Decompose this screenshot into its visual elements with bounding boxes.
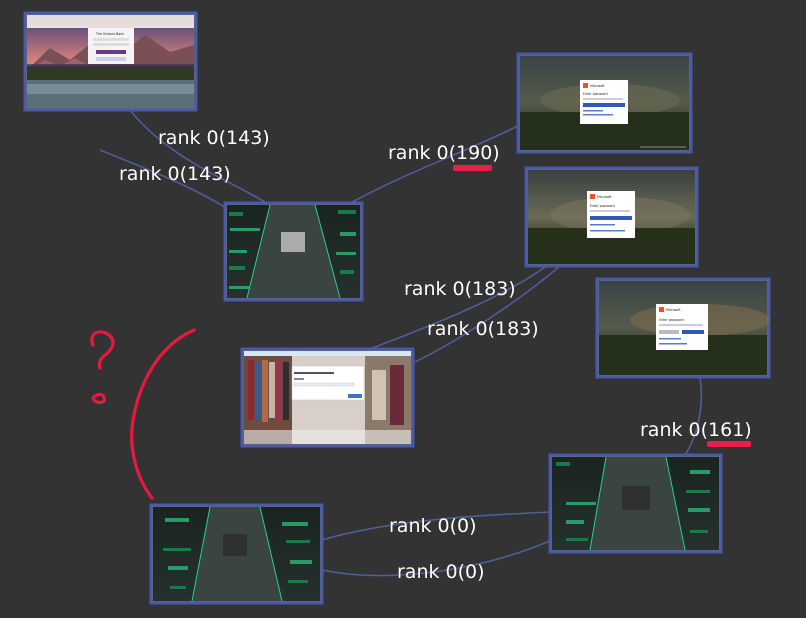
curved-bracket-ink [130,328,196,500]
edge-ms2-to-fashion-a [361,264,549,353]
edge-ms1-to-store [346,124,521,206]
edge-labels: rank 0(143) rank 0(143) rank 0(190) rank… [119,127,752,584]
node-bank-login[interactable]: The Victoria Bank [23,11,198,112]
node-dark-store-2[interactable] [548,453,723,554]
edge-ms3-to-store2 [684,377,703,456]
edges [99,109,703,577]
edge-label-e1: rank 0(143) [158,127,270,149]
edge-bank-to-store-b [99,149,233,213]
underline-190 [453,165,492,171]
edge-store3-to-store2-a [321,511,553,541]
node-ms-login-3[interactable]: Microsoft Enter password [595,277,771,379]
ms-enter-password-1: Enter password [583,92,608,96]
node-ms-login-2[interactable]: Microsoft Enter password [524,166,699,268]
underline-161 [707,441,751,447]
ms-brand-3: Microsoft [666,308,681,312]
edge-bank-to-store-a [129,109,269,205]
edge-label-e7: rank 0(0) [389,515,477,537]
node-dark-store-1[interactable] [223,201,364,302]
edge-label-e4: rank 0(183) [404,278,516,300]
node-ms-login-1[interactable]: Microsoft Enter password [516,52,693,154]
bank-title: The Victoria Bank [95,32,124,36]
question-dot-ink [91,392,106,405]
edge-label-e6: rank 0(161) [640,419,752,441]
edge-label-e5: rank 0(183) [427,318,539,340]
edge-label-e2: rank 0(143) [119,163,231,185]
node-dark-store-3[interactable] [149,503,324,605]
annotations [90,165,751,500]
question-mark-ink [90,330,115,370]
edge-label-e8: rank 0(0) [397,561,485,583]
ms-enter-password-3: Enter password [659,318,684,322]
ms-brand-1: Microsoft [590,84,605,88]
node-fashion-store[interactable] [240,347,415,448]
edge-label-e3: rank 0(190) [388,142,500,164]
edge-store3-to-store2-b [321,539,553,577]
ms-brand-2: Microsoft [597,195,612,199]
ms-enter-password-2: Enter password [590,204,615,208]
edge-ms2-to-fashion-b [414,265,561,363]
